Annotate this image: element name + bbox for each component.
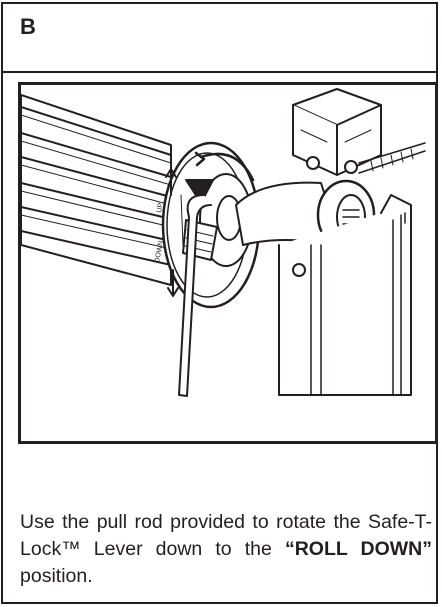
illustration-frame: UP DOWN: [18, 82, 438, 444]
lever-label-up: UP: [156, 202, 165, 213]
roller-shade-illustration: UP DOWN: [21, 88, 426, 397]
roll-down-emphasis: “ROLL DOWN”: [284, 537, 432, 560]
lever-state-labels: UP DOWN: [154, 202, 165, 263]
roller-tube: [21, 94, 172, 286]
instruction-text-end: position.: [20, 564, 93, 587]
step-header: B: [3, 4, 436, 73]
instruction-text: Use the pull rod provided to rotate the …: [20, 509, 432, 590]
arrow-up-icon: [165, 168, 177, 196]
pull-rod: [178, 194, 212, 397]
instruction-text-body: Use the pull rod provided to rotate the …: [20, 510, 432, 560]
lever-label-down: DOWN: [154, 240, 165, 263]
step-letter: B: [20, 14, 36, 39]
arrow-down-icon: [167, 269, 179, 297]
rotate-arrow-icon: [185, 151, 255, 204]
mounting-bracket: [278, 88, 426, 396]
